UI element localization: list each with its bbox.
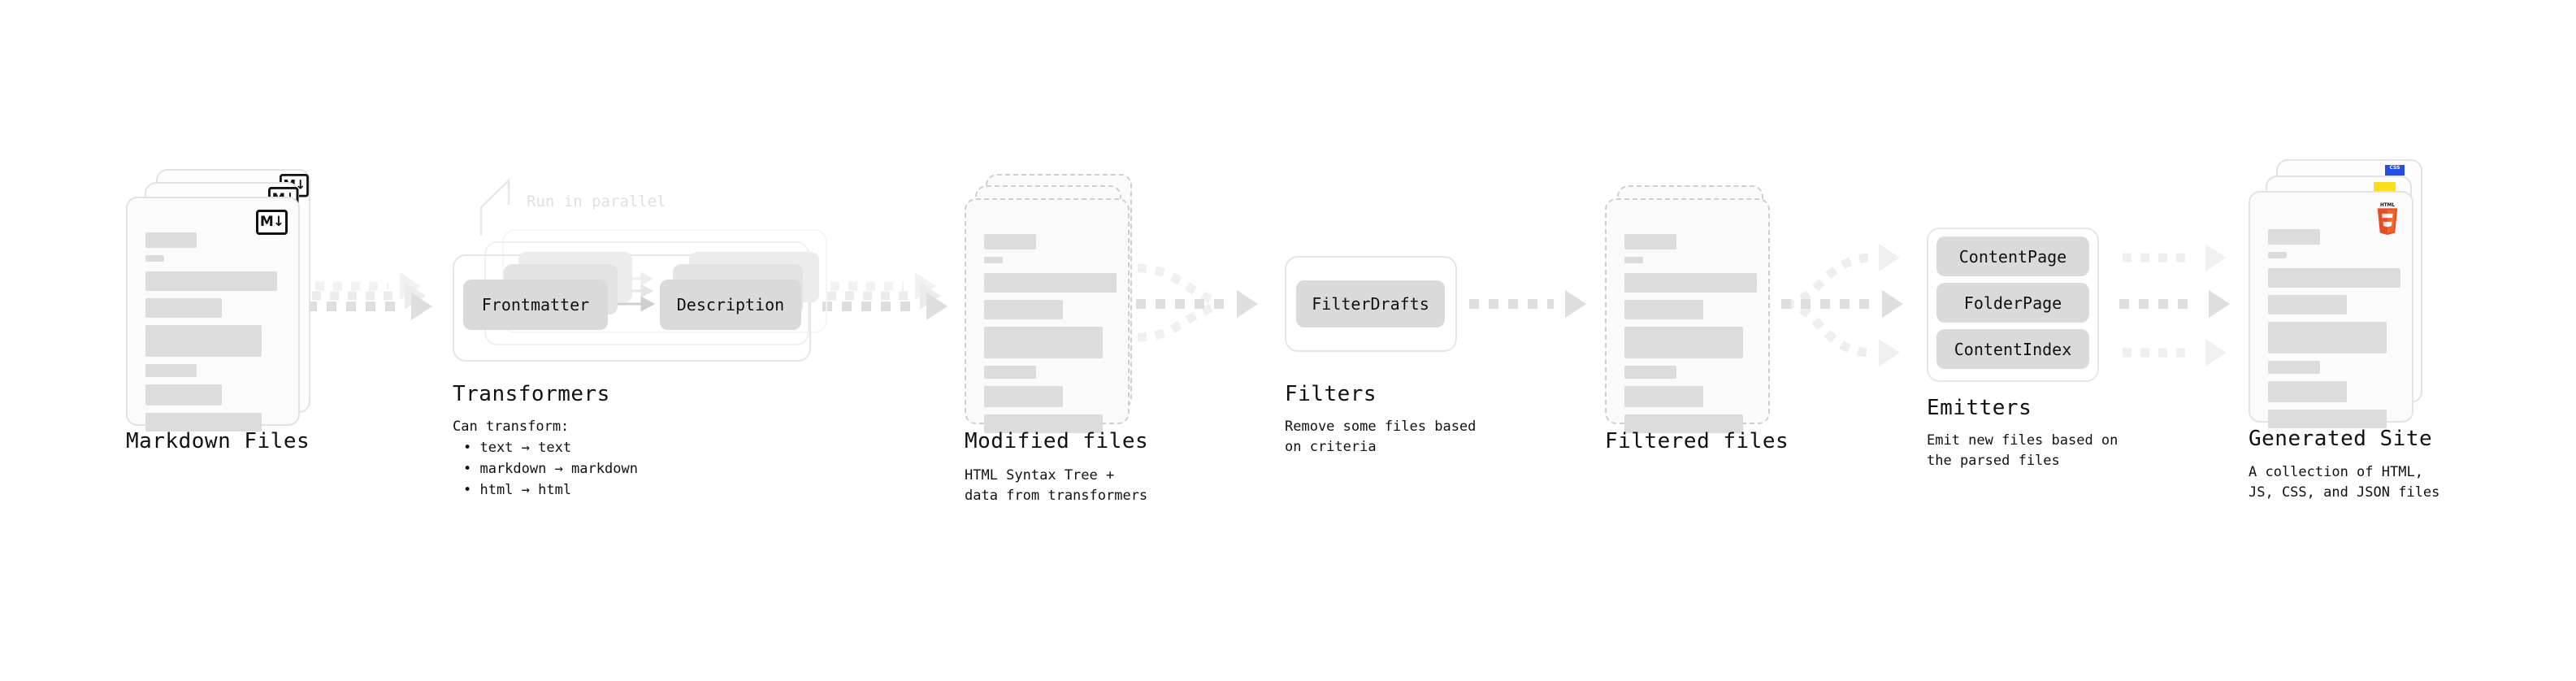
content-line (2268, 322, 2387, 354)
content-line (2268, 410, 2387, 428)
arrow-transformers-to-modified (822, 272, 948, 320)
run-in-parallel-label: Run in parallel (527, 193, 666, 210)
content-page-chip[interactable]: ContentPage (1936, 236, 2089, 276)
arrow-modified-to-filters (1136, 263, 1258, 342)
content-line (984, 234, 1036, 249)
modified-files-label: Modified files (965, 429, 1149, 453)
transformers-bullet-3: • html → html (463, 482, 572, 498)
generated-site-label: Generated Site (2249, 427, 2433, 451)
arrow-filters-to-filtered (1469, 290, 1586, 318)
markdown-card-content (145, 232, 284, 439)
content-line (984, 414, 1103, 433)
arrow-markdown-to-transformers (307, 272, 432, 320)
content-line (145, 298, 222, 318)
site-card-content (2268, 229, 2400, 436)
css-badge: CSS (2385, 165, 2405, 176)
filters-label: Filters (1285, 382, 1377, 406)
content-line (1624, 300, 1703, 319)
content-line (2268, 268, 2400, 288)
content-line (1624, 366, 1676, 379)
content-line (1624, 414, 1743, 433)
content-line (145, 271, 277, 291)
svg-text:HTML: HTML (2380, 203, 2395, 208)
content-line (984, 327, 1103, 358)
arrow-emitters-to-site (2119, 244, 2230, 367)
content-line (984, 257, 1003, 263)
arrow-filtered-to-emitters (1781, 244, 1903, 367)
content-line (984, 300, 1063, 319)
filtered-card-content (1624, 234, 1757, 440)
transformers-bullet-2: • markdown → markdown (463, 461, 638, 477)
content-line (2268, 229, 2320, 245)
filtered-card-front[interactable] (1605, 198, 1770, 433)
frontmatter-chip[interactable]: Frontmatter (463, 280, 608, 330)
filters-group[interactable] (1285, 256, 1457, 352)
markdown-card-front[interactable]: M↓ (126, 197, 300, 432)
filter-drafts-chip[interactable]: FilterDrafts (1296, 280, 1445, 327)
content-line (145, 413, 262, 432)
content-line (984, 366, 1036, 379)
html5-badge: HTML (2377, 203, 2398, 235)
content-line (1624, 386, 1703, 407)
content-index-chip[interactable]: ContentIndex (1936, 329, 2089, 369)
emitters-label: Emitters (1927, 396, 2032, 420)
content-line (145, 364, 197, 377)
content-line (1624, 234, 1676, 249)
generated-site-description: A collection of HTML, JS, CSS, and JSON … (2249, 464, 2440, 501)
content-line (2268, 361, 2320, 374)
content-line (1624, 273, 1757, 293)
description-chip[interactable]: Description (660, 280, 801, 330)
content-line (984, 386, 1063, 407)
markdown-badge-front: M↓ (256, 210, 288, 235)
emitters-description: Emit new files based on the parsed files (1927, 432, 2118, 469)
content-line (145, 255, 164, 262)
content-line (145, 325, 262, 357)
content-line (2268, 295, 2347, 314)
markdown-files-label: Markdown Files (126, 429, 310, 453)
site-card-front[interactable]: HTML (2249, 191, 2413, 428)
transformers-label: Transformers (453, 382, 610, 406)
transformers-description-intro: Can transform: (453, 419, 570, 435)
content-line (145, 232, 197, 248)
folder-page-chip[interactable]: FolderPage (1936, 283, 2089, 323)
transformers-bullet-1: • text → text (463, 440, 572, 456)
run-in-parallel-leader (479, 178, 510, 236)
content-line (1624, 257, 1643, 263)
modified-files-description: HTML Syntax Tree + data from transformer… (965, 467, 1148, 504)
modified-card-content (984, 234, 1117, 440)
modified-card-front[interactable] (965, 198, 1130, 433)
content-line (145, 384, 222, 406)
content-line (2268, 252, 2287, 258)
filtered-files-label: Filtered files (1605, 429, 1789, 453)
emitters-group[interactable] (1927, 228, 2099, 382)
transformer-group-front[interactable] (453, 254, 811, 362)
content-line (1624, 327, 1743, 358)
filters-description: Remove some files based on criteria (1285, 419, 1477, 455)
content-line (2268, 381, 2347, 402)
content-line (984, 273, 1117, 293)
